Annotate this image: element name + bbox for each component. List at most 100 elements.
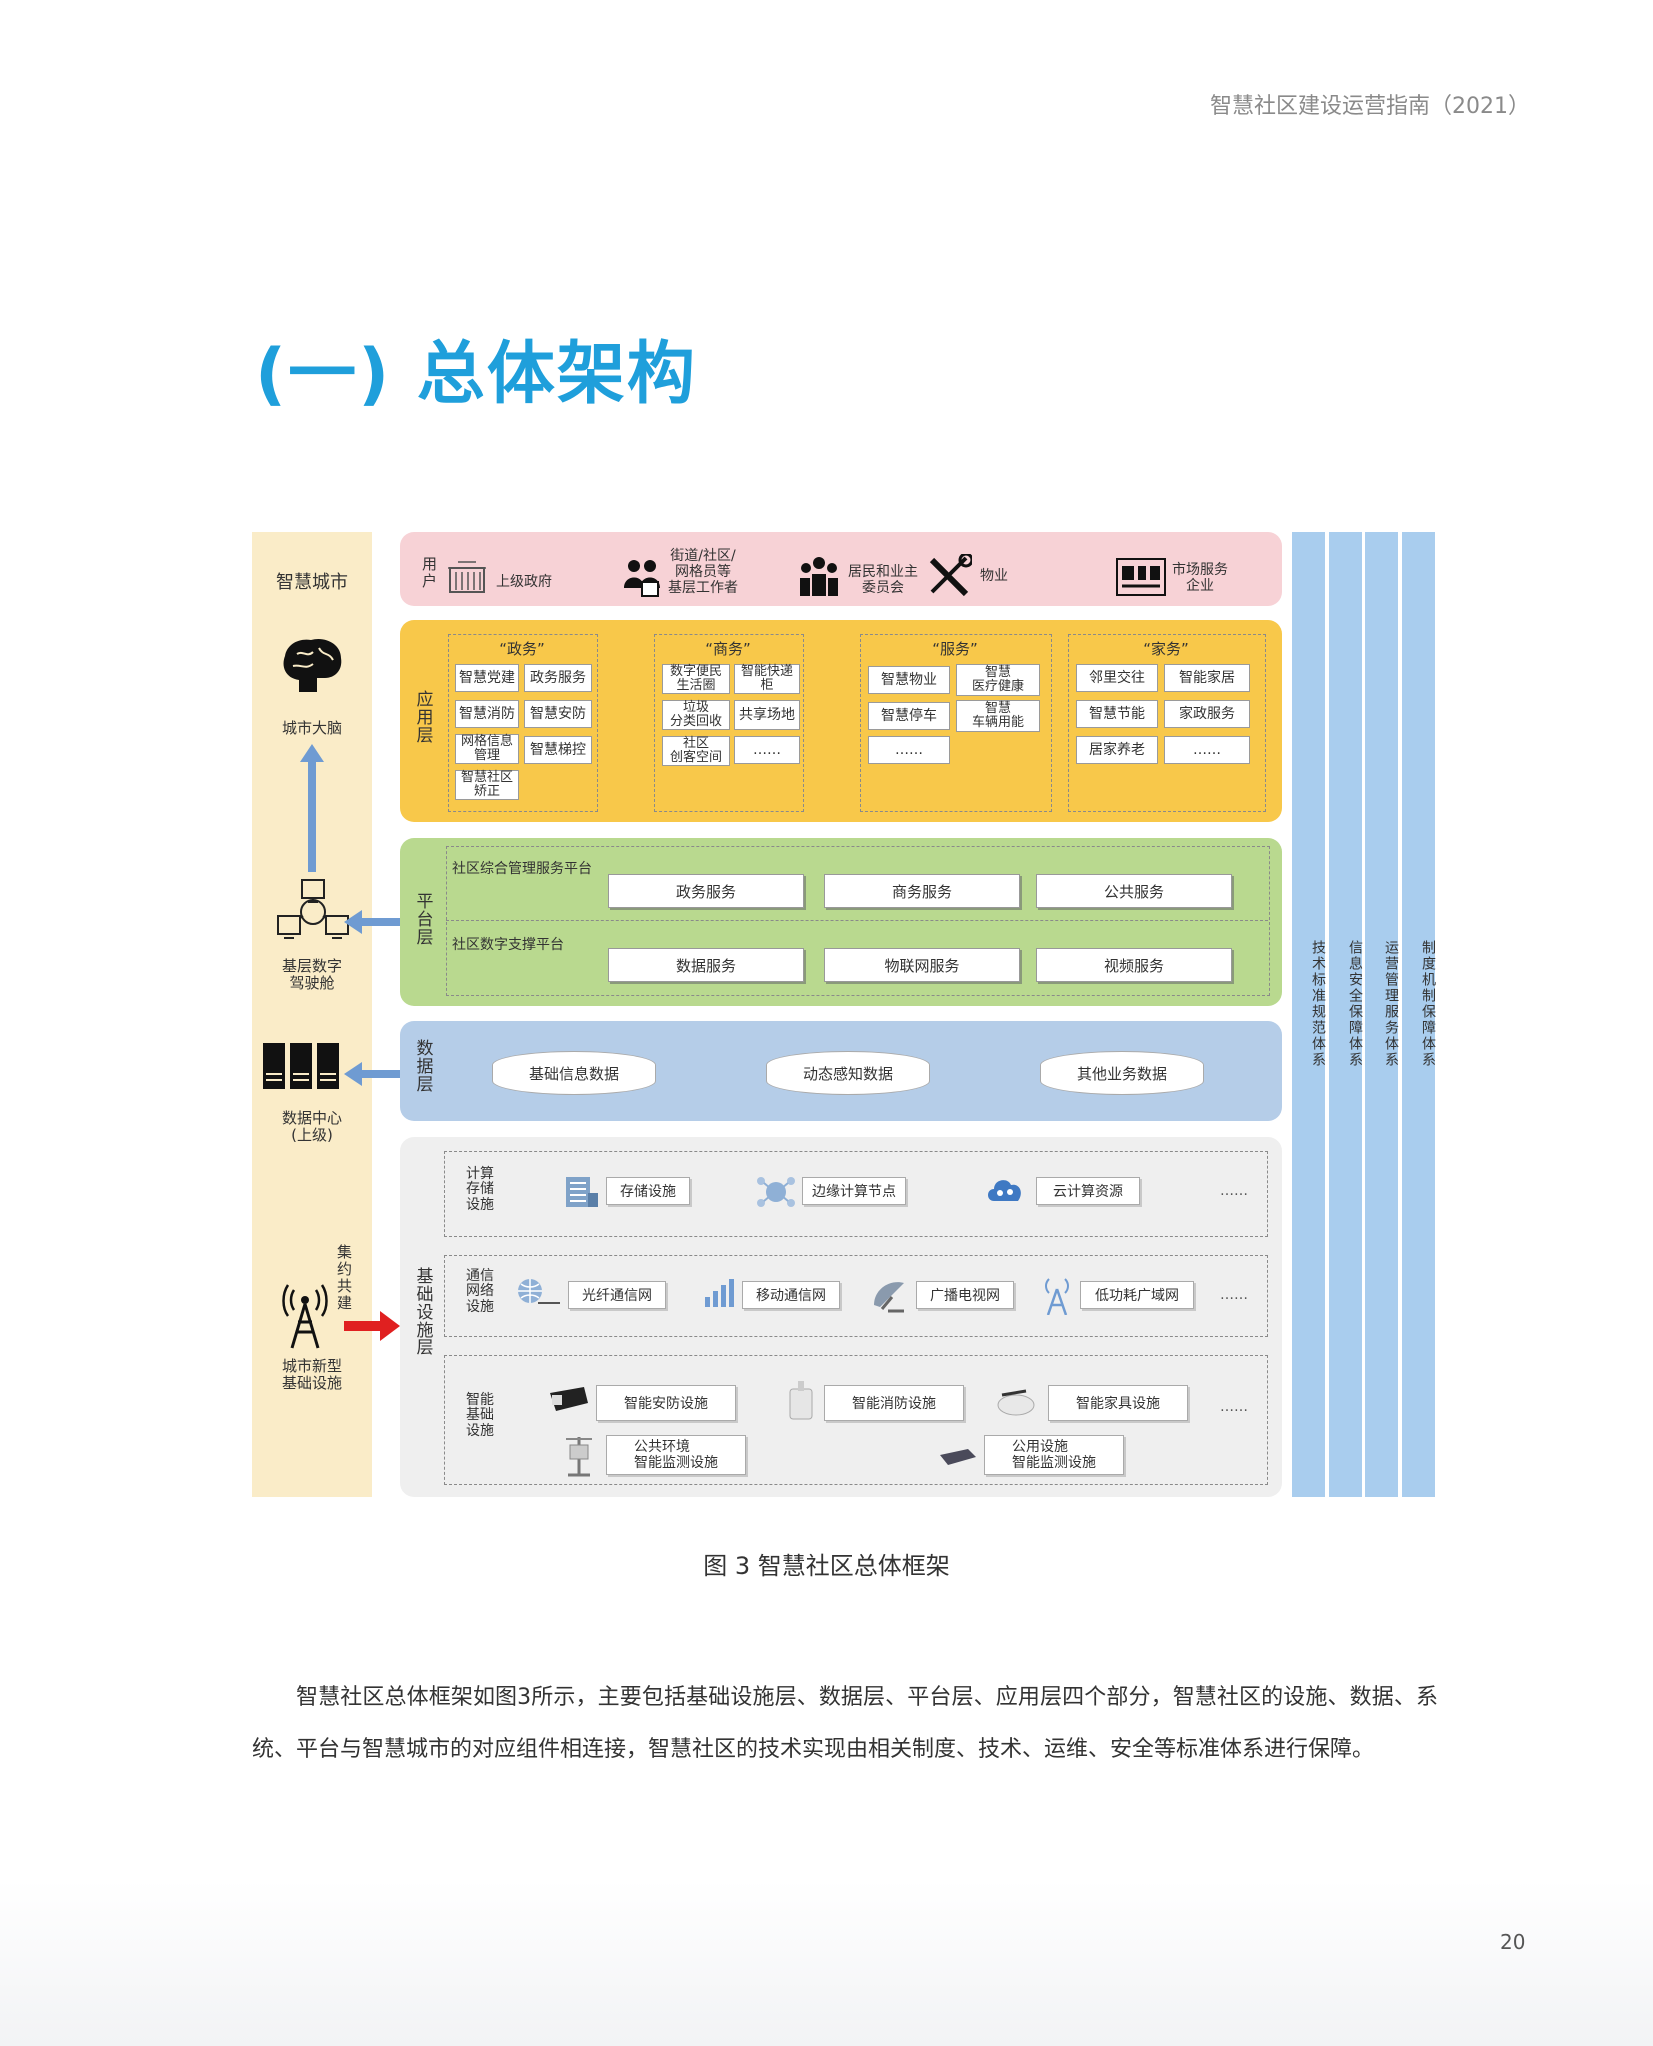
- app-item[interactable]: 智慧党建: [455, 664, 519, 692]
- data-store[interactable]: 其他业务数据: [1040, 1051, 1204, 1095]
- group-title: “服务”: [932, 640, 978, 658]
- data-layer: 数据层 基础信息数据 动态感知数据 其他业务数据: [400, 1021, 1282, 1121]
- datacenter-icon: [263, 1043, 339, 1089]
- infra-item[interactable]: 智能安防设施: [596, 1385, 736, 1421]
- infra-row-frame: [444, 1355, 1268, 1485]
- up-arrow-icon: [300, 744, 324, 872]
- infra-item[interactable]: 智能家具设施: [1048, 1385, 1188, 1421]
- app-item[interactable]: 智慧安防: [524, 700, 592, 728]
- edge-node-icon: [757, 1177, 795, 1207]
- app-item[interactable]: 智能家居: [1164, 664, 1250, 692]
- users-label: 用户: [420, 556, 438, 590]
- app-item[interactable]: 智慧停车: [868, 702, 950, 730]
- app-item[interactable]: 共享场地: [734, 700, 800, 730]
- running-header: 智慧社区建设运营指南（2021）: [1210, 94, 1530, 119]
- section-title: (一) 总体架构: [255, 335, 697, 414]
- group-zhengwu: [448, 634, 598, 812]
- right-arrow-icon: [344, 1311, 400, 1341]
- utility-monitor-icon: [940, 1449, 976, 1465]
- infra-more: ……: [1220, 1287, 1248, 1303]
- app-item[interactable]: 智慧物业: [868, 666, 950, 694]
- camera-icon: [550, 1387, 588, 1411]
- datacenter-label: 数据中心 (上级): [281, 1109, 342, 1144]
- infra-item[interactable]: 云计算资源: [1036, 1177, 1140, 1205]
- fiber-globe-icon: [518, 1279, 560, 1304]
- platform-service[interactable]: 视频服务: [1036, 948, 1232, 982]
- infra-item[interactable]: 智能消防设施: [824, 1385, 964, 1421]
- app-item[interactable]: 智慧节能: [1076, 700, 1158, 728]
- antenna-icon: [1045, 1278, 1069, 1315]
- app-item[interactable]: 智慧 医疗健康: [956, 664, 1040, 696]
- infra-item[interactable]: 广播电视网: [916, 1281, 1014, 1309]
- tools-icon: [929, 554, 972, 597]
- group-jiawu: [1068, 634, 1266, 812]
- infra-more: ……: [1220, 1183, 1248, 1199]
- antenna-tower-icon: [282, 1284, 328, 1349]
- app-item[interactable]: 智慧 车辆用能: [956, 700, 1040, 732]
- app-item[interactable]: 政务服务: [524, 664, 592, 692]
- user-market: 市场服务 企业: [1172, 562, 1228, 595]
- digital-cockpit-label: 基层数字 驾驶舱: [281, 957, 342, 992]
- city-brain-label: 城市大脑: [281, 719, 342, 737]
- new-infra-label: 城市新型 基础设施: [281, 1357, 342, 1392]
- government-building-icon: [448, 561, 486, 593]
- app-item[interactable]: 社区 创客空间: [662, 736, 730, 766]
- app-item[interactable]: 邻里交往: [1076, 664, 1158, 692]
- app-item[interactable]: 智慧社区 矫正: [455, 770, 519, 800]
- platform-service[interactable]: 物联网服务: [824, 948, 1020, 982]
- infra-item[interactable]: 存储设施: [606, 1177, 690, 1205]
- platform-2-label: 社区数字支撑平台: [452, 937, 564, 953]
- data-store[interactable]: 基础信息数据: [492, 1051, 656, 1095]
- infra-item[interactable]: 低功耗广域网: [1080, 1281, 1194, 1309]
- platform-service[interactable]: 公共服务: [1036, 874, 1232, 908]
- group-title: “商务”: [705, 640, 751, 658]
- system-label: 信息安全保障体系: [1347, 940, 1363, 1068]
- system-label: 运营管理服务体系: [1383, 940, 1399, 1068]
- user-gov: 上级政府: [496, 574, 552, 590]
- platform-service[interactable]: 政务服务: [608, 874, 804, 908]
- data-store[interactable]: 动态感知数据: [766, 1051, 930, 1095]
- system-label: 制度机制保障体系: [1420, 940, 1436, 1068]
- cloud-icon: [988, 1180, 1021, 1201]
- platform-service[interactable]: 商务服务: [824, 874, 1020, 908]
- app-item[interactable]: 家政服务: [1164, 700, 1250, 728]
- infra-row-label: 智能 基础 设施: [466, 1392, 494, 1439]
- app-item[interactable]: 智慧梯控: [524, 736, 592, 764]
- app-item[interactable]: 网格信息 管理: [455, 734, 519, 764]
- app-item[interactable]: 垃圾 分类回收: [662, 700, 730, 730]
- user-workers: 街道/社区/ 网格员等 基层工作者: [668, 548, 738, 597]
- infra-item[interactable]: 移动通信网: [742, 1281, 840, 1309]
- platform-1-label: 社区综合管理服务平台: [452, 861, 592, 877]
- infra-layer-label: 基础设施层: [416, 1267, 434, 1359]
- digital-cockpit-icon: [277, 879, 349, 939]
- fire-sensor-icon: [789, 1381, 813, 1420]
- smart-city-title: 智慧城市: [276, 572, 348, 593]
- system-info-security: 信息安全保障体系: [1329, 532, 1363, 1497]
- shared-build-label: 集约共建: [335, 1244, 353, 1312]
- infra-item[interactable]: 边缘计算节点: [802, 1177, 906, 1205]
- group-fuwu: [860, 634, 1052, 812]
- infra-item[interactable]: 公共环境 智能监测设施: [606, 1435, 746, 1475]
- environment-monitor-icon: [566, 1437, 592, 1477]
- app-item-more: ……: [734, 736, 800, 764]
- body-paragraph: 智慧社区总体框架如图3所示，主要包括基础设施层、数据层、平台层、应用层四个部分，…: [252, 1685, 1438, 1762]
- infra-item[interactable]: 公用设施 智能监测设施: [984, 1435, 1124, 1475]
- app-item-more: ……: [1164, 736, 1250, 764]
- system-institutional: 制度机制保障体系: [1402, 532, 1436, 1497]
- app-item[interactable]: 数字便民 生活圈: [662, 664, 730, 694]
- architecture-diagram: 智慧城市 城市大脑 基层数字 驾驶舱 数据中心 (上级) 集约共建: [252, 532, 1436, 1497]
- infra-row-frame: [444, 1151, 1268, 1237]
- system-label: 技术标准规范体系: [1310, 940, 1326, 1068]
- app-item[interactable]: 居家养老: [1076, 736, 1158, 764]
- infra-item[interactable]: 光纤通信网: [568, 1281, 666, 1309]
- group-shangwu: [654, 634, 804, 812]
- platform-layer: 平台层 社区综合管理服务平台 社区数字支撑平台 政务服务 商务服务 公共服务 数…: [400, 838, 1282, 1006]
- smart-city-column: 智慧城市 城市大脑 基层数字 驾驶舱 数据中心 (上级) 集约共建: [252, 532, 372, 1497]
- user-property: 物业: [980, 568, 1008, 584]
- app-item[interactable]: 智慧消防: [455, 700, 519, 728]
- storage-icon: [566, 1177, 598, 1207]
- group-title: “政务”: [499, 640, 545, 658]
- figure-caption: 图 3 智慧社区总体框架: [703, 1552, 950, 1580]
- app-item[interactable]: 智能快递柜: [734, 664, 800, 694]
- platform-service[interactable]: 数据服务: [608, 948, 804, 982]
